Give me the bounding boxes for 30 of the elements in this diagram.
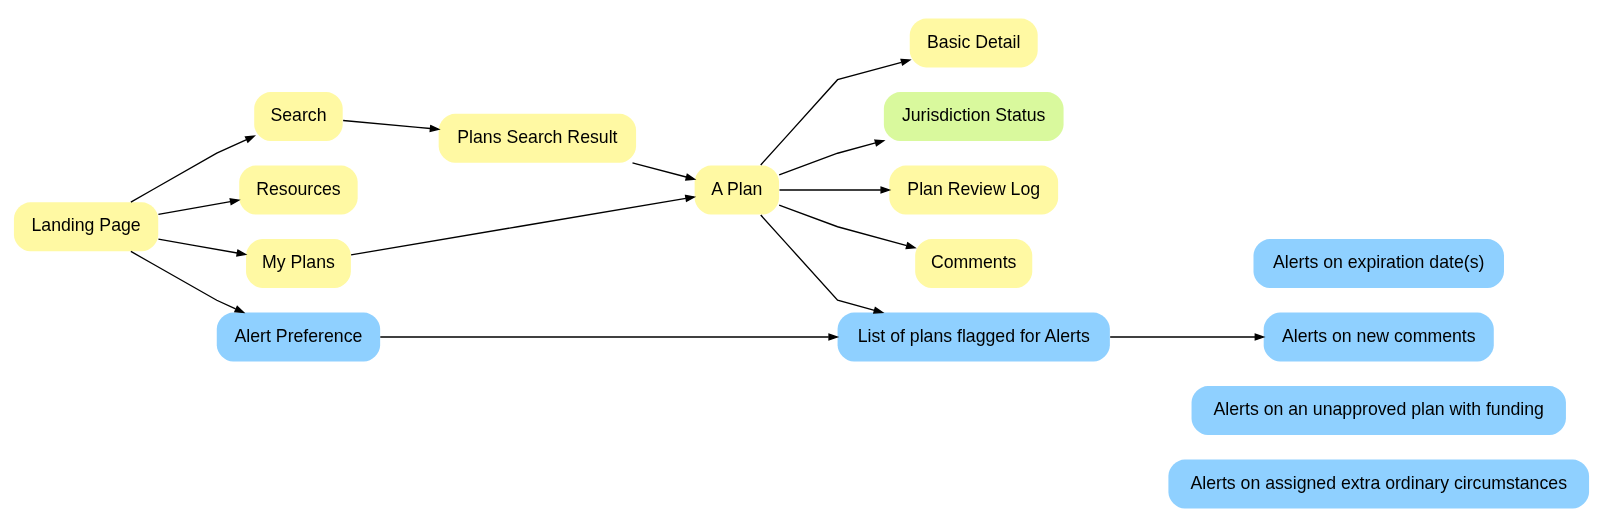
arrow [778, 203, 917, 249]
node-box: A Plan [694, 165, 780, 214]
node-box: Alerts on new comments [1263, 312, 1494, 361]
node-box: Landing Page [13, 201, 159, 251]
arrow [157, 238, 248, 257]
node-box: Alerts on expiration date(s) [1253, 238, 1504, 288]
node-box: Plans Search Result [438, 113, 637, 163]
arrow [157, 197, 241, 215]
arrow [1109, 332, 1266, 341]
node-box: Plan Review Log [889, 165, 1059, 214]
arrow [130, 250, 246, 313]
node-box: Search [254, 91, 343, 141]
node-box: Alerts on assigned extra ordinary circumstances [1168, 459, 1590, 509]
node-box: Alert Preference [216, 312, 381, 361]
arrow [760, 213, 885, 314]
arrow [778, 138, 886, 175]
arrow [631, 161, 697, 181]
node-box: List of plans flagged for Alerts [837, 312, 1110, 361]
node-box: My Plans [246, 238, 351, 288]
node-box: Comments [915, 238, 1033, 288]
arrow [130, 134, 256, 203]
arrow [350, 194, 697, 256]
arrow [342, 119, 441, 132]
node-box: Resources [239, 165, 358, 214]
arrow [760, 58, 912, 166]
arrow [778, 185, 892, 194]
arrow [379, 332, 840, 341]
node-box: Basic Detail [909, 17, 1038, 67]
node-box: Jurisdiction Status [883, 91, 1064, 141]
node-box: Alerts on an unapproved plan with funding [1191, 385, 1566, 435]
